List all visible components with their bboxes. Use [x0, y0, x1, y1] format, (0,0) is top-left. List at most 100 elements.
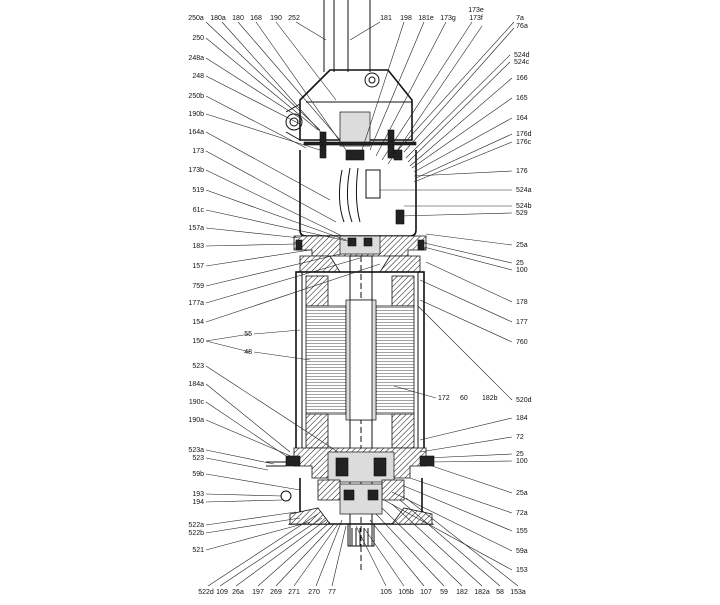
label-250: 250	[192, 35, 204, 42]
shaft-end	[347, 523, 375, 570]
label-7a: 7a	[516, 15, 524, 22]
label-25a-lower: 25a	[516, 490, 528, 497]
label-248: 248	[192, 73, 204, 80]
label-55: 55	[244, 331, 252, 338]
label-72: 72	[516, 434, 524, 441]
top-labels: 250a 180a 180 168 190 252 181 198 181e 1…	[188, 7, 528, 30]
label-190c: 190c	[189, 399, 205, 406]
label-180: 180	[232, 15, 244, 22]
label-165: 165	[516, 95, 528, 102]
label-26a: 26a	[232, 589, 244, 596]
label-521: 521	[192, 547, 204, 554]
terminal-box	[299, 111, 417, 237]
label-173b: 173b	[188, 167, 204, 174]
label-109: 109	[216, 589, 228, 596]
label-759: 759	[192, 283, 204, 290]
label-182b: 182b	[482, 395, 498, 402]
bottom-labels: 522d 109 26a 197 269 271 270 77 105 105b…	[198, 589, 526, 596]
label-523a: 523a	[188, 447, 204, 454]
label-198: 198	[400, 15, 412, 22]
right-labels: 524d 524c 166 165 164 176d 176c 176 524a…	[514, 52, 532, 574]
label-524b: 524b	[516, 203, 532, 210]
label-760: 760	[516, 339, 528, 346]
label-105: 105	[380, 589, 392, 596]
label-72a: 72a	[516, 510, 528, 517]
label-190a: 190a	[188, 417, 204, 424]
label-180a: 180a	[210, 15, 226, 22]
label-150: 150	[192, 338, 204, 345]
label-172: 172	[438, 395, 450, 402]
label-176c: 176c	[516, 139, 532, 146]
label-522b: 522b	[188, 530, 204, 537]
label-193: 193	[192, 491, 204, 498]
lifting-bracket	[285, 69, 413, 141]
label-250a: 250a	[188, 15, 204, 22]
label-177a: 177a	[188, 300, 204, 307]
label-155: 155	[516, 528, 528, 535]
label-270: 270	[308, 589, 320, 596]
label-520d: 520d	[516, 397, 532, 404]
stator-lamination	[305, 305, 415, 415]
label-176: 176	[516, 168, 528, 175]
label-77: 77	[328, 589, 336, 596]
upper-bearing-bracket	[293, 235, 427, 273]
label-250b: 250b	[188, 93, 204, 100]
label-194: 194	[192, 499, 204, 506]
label-60: 60	[460, 395, 468, 402]
label-252: 252	[288, 15, 300, 22]
label-164: 164	[516, 115, 528, 122]
label-522a: 522a	[188, 522, 204, 529]
label-176d: 176d	[516, 131, 532, 138]
label-100-lower: 100	[516, 458, 528, 465]
label-168: 168	[250, 15, 262, 22]
label-271: 271	[288, 589, 300, 596]
label-173e: 173e	[468, 7, 484, 14]
label-173g: 173g	[440, 15, 456, 22]
label-523: 523	[192, 363, 204, 370]
label-25a: 25a	[516, 242, 528, 249]
label-184a: 184a	[188, 381, 204, 388]
label-58: 58	[496, 589, 504, 596]
stator-winding-bottom	[305, 413, 415, 449]
label-76a: 76a	[516, 23, 528, 30]
lower-bearing-bracket	[266, 447, 435, 483]
label-519: 519	[192, 187, 204, 194]
label-182: 182	[456, 589, 468, 596]
label-105b: 105b	[398, 589, 414, 596]
label-181: 181	[380, 15, 392, 22]
label-190b: 190b	[188, 111, 204, 118]
label-164a: 164a	[188, 129, 204, 136]
label-100: 100	[516, 267, 528, 274]
label-524d: 524d	[514, 52, 530, 59]
label-182a: 182a	[474, 589, 490, 596]
label-61c: 61c	[193, 207, 205, 214]
label-173: 173	[192, 148, 204, 155]
left-labels: 250 248a 248 250b 190b 164a 173 173b 519…	[188, 35, 252, 554]
label-190: 190	[270, 15, 282, 22]
label-59b: 59b	[192, 471, 204, 478]
label-25: 25	[516, 260, 524, 267]
label-25-lower: 25	[516, 451, 524, 458]
label-178: 178	[516, 299, 528, 306]
label-529: 529	[516, 210, 528, 217]
label-48: 48	[244, 349, 252, 356]
label-173f: 173f	[469, 15, 483, 22]
inner-labels: 172 60 182b	[438, 395, 498, 402]
label-522d: 522d	[198, 589, 214, 596]
label-523-second: 523	[192, 455, 204, 462]
label-59: 59	[440, 589, 448, 596]
label-177: 177	[516, 319, 528, 326]
label-153: 153	[516, 567, 528, 574]
label-157: 157	[192, 263, 204, 270]
label-107: 107	[420, 589, 432, 596]
shaft	[345, 255, 377, 547]
label-157a: 157a	[188, 225, 204, 232]
label-197: 197	[252, 589, 264, 596]
suspension-rods	[323, 0, 371, 72]
label-524c: 524c	[514, 59, 530, 66]
label-184: 184	[516, 415, 528, 422]
label-269: 269	[270, 589, 282, 596]
mechanical-drawing	[205, 0, 519, 587]
